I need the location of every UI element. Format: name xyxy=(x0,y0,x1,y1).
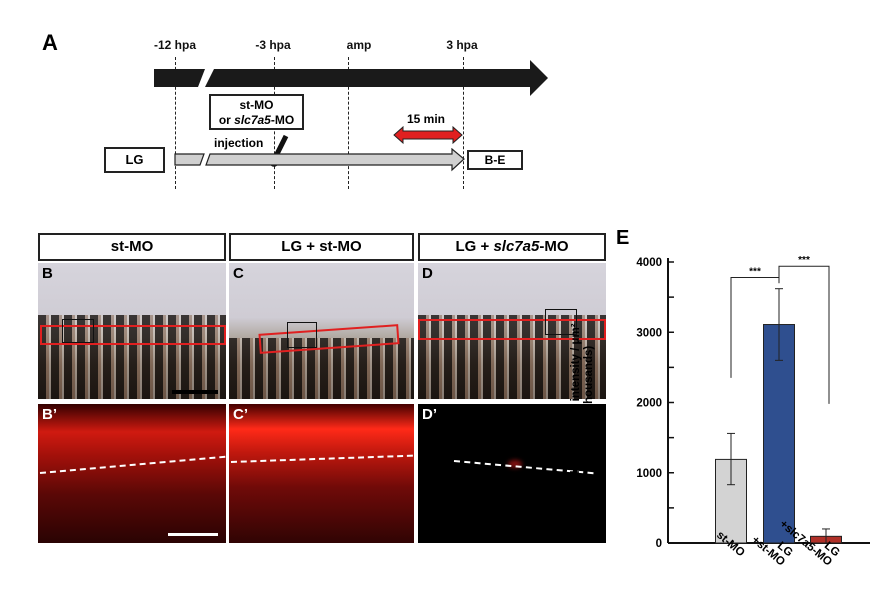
zoom-box xyxy=(287,322,317,348)
header-lg-st-mo: LG + st-MO xyxy=(229,233,414,261)
panel-letter: D’ xyxy=(422,406,437,423)
timepoint-label: amp xyxy=(346,38,372,52)
fluorescence-signal xyxy=(229,404,414,543)
photo-d-prime: D’ xyxy=(418,404,606,543)
text: LG + xyxy=(455,238,494,255)
duration-double-arrow xyxy=(393,126,463,144)
timepoint-line xyxy=(175,57,176,189)
y-tick-label: 4000 xyxy=(636,257,662,269)
roi-box xyxy=(418,319,606,340)
panel-letter: C’ xyxy=(233,406,248,423)
y-tick-label: 0 xyxy=(656,538,662,550)
panel-letter: C xyxy=(233,265,244,282)
fluorescence-signal xyxy=(38,404,226,543)
panel-letter: B xyxy=(42,265,53,282)
roi-box xyxy=(40,325,226,345)
fluorescence-signal xyxy=(508,460,522,468)
photo-b: B xyxy=(38,263,226,399)
text: -MO xyxy=(270,113,295,127)
timepoint-label: -3 hpa xyxy=(255,38,291,52)
duration-label: 15 min xyxy=(407,112,446,126)
timepoint-line xyxy=(463,57,464,189)
panel-letter: B’ xyxy=(42,406,57,423)
scale-bar xyxy=(168,533,218,536)
mo-box-line1: st-MO xyxy=(239,98,274,112)
significance-label: *** xyxy=(749,266,761,277)
header-st-mo: st-MO xyxy=(38,233,226,261)
panel-a-letter: A xyxy=(42,30,58,55)
y-axis-label: Fluosescence intensity / μm² at 3 hpa (t… xyxy=(570,322,596,482)
y-tick-label: 3000 xyxy=(636,327,662,339)
fin-rays xyxy=(229,337,414,399)
end-box: B-E xyxy=(467,150,523,170)
photo-b-prime: B’ xyxy=(38,404,226,543)
y-axis-label-line1: Fluosescence intensity / μm² xyxy=(570,323,582,481)
lg-box: LG xyxy=(104,147,165,173)
scale-bar xyxy=(172,390,218,394)
injection-label: injection xyxy=(214,136,264,150)
y-tick-label: 2000 xyxy=(636,398,662,410)
y-tick-label: 1000 xyxy=(636,468,662,480)
significance-label: *** xyxy=(798,255,810,266)
fin-rays xyxy=(418,314,606,399)
header-lg-slc7a5-mo: LG + slc7a5-MO xyxy=(418,233,606,261)
timeline-arrow xyxy=(154,60,548,96)
treatment-arrow xyxy=(174,148,465,172)
mo-box-line2: or slc7a5-MO xyxy=(211,113,302,128)
zoom-box xyxy=(545,309,577,335)
zoom-box xyxy=(62,319,94,343)
timepoint-line xyxy=(348,57,349,189)
text: or xyxy=(218,113,235,127)
bar xyxy=(763,324,795,544)
text: -MO xyxy=(539,238,569,255)
y-axis-label-line2: at 3 hpa (thousands) xyxy=(583,345,595,459)
fin-rays xyxy=(38,314,226,399)
mo-box: st-MO or slc7a5-MO xyxy=(209,94,304,130)
photo-c-prime: C’ xyxy=(229,404,414,543)
photo-c: C xyxy=(229,263,414,399)
gene-name: slc7a5 xyxy=(234,113,271,127)
timepoint-label: 3 hpa xyxy=(446,38,478,52)
gene-name: slc7a5 xyxy=(493,238,540,255)
panel-e-letter: E xyxy=(616,227,630,249)
timepoint-label: -12 hpa xyxy=(153,38,196,52)
significance-bracket xyxy=(778,265,830,404)
panel-letter: D xyxy=(422,265,433,282)
photo-d: D xyxy=(418,263,606,399)
